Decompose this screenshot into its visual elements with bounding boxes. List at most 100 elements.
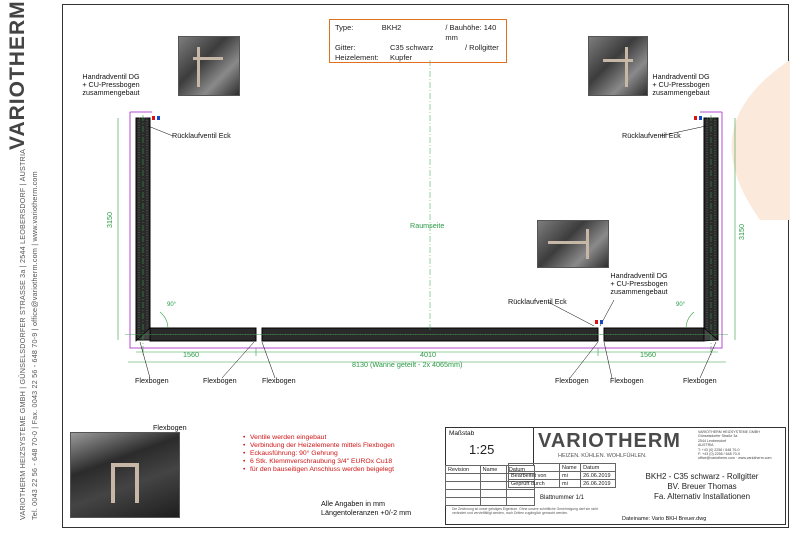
label-flexbogen-6: Flexbogen [683, 376, 717, 385]
label-line: zusammengebaut [652, 88, 710, 97]
label-line: Handradventil DG [652, 72, 710, 81]
approval-name-cell: mi [558, 471, 582, 480]
company-address: VARIOTHERM HEIZSYSTEME GMBH Günselsdorfe… [698, 430, 771, 461]
spec-key: Gitter: [335, 43, 356, 52]
label-room-side: Raumseite [410, 221, 445, 230]
copyright-footnote: Die Zeichnung ist unser geistiges Eigent… [452, 507, 599, 516]
company-line: office@variotherm.com · www.variotherm.c… [698, 456, 772, 461]
company-line: T: +43 (0) 2256 / 648 70-0 [698, 447, 740, 452]
approval-label-cell: Bearbeitet von [508, 471, 560, 480]
valve-marker-mid-blue [600, 320, 603, 324]
dimension-label-total: 8130 (Wanne geteilt - 2x 4065mm) [352, 360, 463, 369]
spec-row: Type: BKH2 / Bauhöhe: 140 mm [335, 23, 501, 43]
note-item: Eckausführung: 90° Gehrung [243, 450, 395, 458]
label-valve-dg-middle: Handradventil DG + CU-Pressbogen zusamme… [600, 272, 678, 296]
label-return-valve-right: Rücklaufventil Eck [622, 131, 681, 140]
label-return-valve-middle: Rücklaufventil Eck [508, 297, 567, 306]
valve-marker-left-red [152, 116, 155, 120]
angle-label-right: 90° [676, 302, 686, 308]
label-valve-dg-left: Handradventil DG + CU-Pressbogen zusamme… [72, 73, 150, 97]
room-outline [129, 112, 723, 349]
label-flexbogen-3: Flexbogen [262, 376, 296, 385]
label-line: Handradventil DG [610, 271, 668, 280]
valve-marker-mid-red [595, 320, 598, 324]
label-line: + CU-Pressbogen [82, 80, 140, 89]
table-row: Bearbeitet von mi 26.06.2019 [508, 471, 616, 480]
scale-value: 1:25 [469, 442, 495, 457]
leader-flexbogen-5 [603, 341, 613, 379]
project-info: BKH2 - C35 schwarz - Rollgitter BV. Breu… [620, 472, 784, 502]
label-flexbogen-5: Flexbogen [610, 376, 644, 385]
dimension-label-1560-right: 1560 [640, 350, 656, 359]
inset-title: Flexbogen [153, 423, 187, 432]
approval-date-cell: 26.06.2019 [580, 471, 616, 480]
leader-ruecklauf-left [147, 125, 174, 137]
approval-name-cell: mi [558, 479, 582, 488]
label-flexbogen-2: Flexbogen [203, 376, 237, 385]
note-item: 6 Stk. Klemmverschraubung 3/4" EUROx Cu1… [243, 458, 395, 466]
approval-table: Name Datum Bearbeitet von mi 26.06.2019 … [508, 463, 616, 488]
valve-marker-right-red [694, 116, 697, 120]
spec-row: Heizelement: Kupfer [335, 53, 501, 63]
spec-value: BKH2 [381, 23, 402, 32]
spec-key: Type: [335, 23, 354, 32]
angle-arc-right [685, 311, 695, 329]
leader-ruecklauf-mid [547, 301, 595, 327]
scale-label: Maßstab [449, 430, 475, 437]
photo-flexbogen-inset [70, 432, 180, 518]
title-block-logo: VARIOTHERM [538, 430, 681, 453]
label-line: + CU-Pressbogen [652, 80, 710, 89]
sheet-number: Blattnummer 1/1 [540, 495, 585, 501]
background-swoosh [731, 60, 790, 220]
spec-key: Heizelement: [335, 53, 379, 62]
leader-ruecklauf-right [659, 125, 707, 137]
leader-flexbogen-6 [699, 341, 717, 379]
label-flexbogen-1: Flexbogen [135, 376, 169, 385]
label-valve-dg-right: Handradventil DG + CU-Pressbogen zusamme… [642, 73, 720, 97]
company-line: AUSTRIA [698, 443, 714, 448]
photo-valve-middle [537, 220, 609, 268]
spec-value: Kupfer [390, 53, 413, 62]
project-line: BKH2 - C35 schwarz - Rollgitter [645, 472, 759, 481]
title-block-logo-text: VARIOTHERM [538, 430, 681, 452]
photo-valve-right [588, 36, 648, 96]
notes-list: Ventile werden eingebaut Verbindung der … [243, 434, 395, 474]
measurement-note: Alle Angaben in mm Längentoleranzen +0/-… [321, 499, 411, 517]
note-item: Ventile werden eingebaut [243, 434, 395, 442]
table-row: Geprüft durch mi 26.06.2019 [508, 479, 616, 488]
angle-arc-left [159, 311, 169, 329]
dimension-label-4010: 4010 [420, 350, 436, 359]
label-line: Handradventil DG [82, 72, 140, 81]
company-line: F: +43 (0) 2256 / 648 70-9 [698, 452, 740, 457]
label-line: zusammengebaut [82, 88, 140, 97]
drawing-sheet [62, 4, 789, 528]
dimension-label-1560-left: 1560 [183, 350, 199, 359]
revision-header-cell: Name [479, 465, 507, 474]
approval-header-cell: Name [558, 463, 582, 472]
project-line: Fa. Alternativ Installationen [653, 492, 751, 501]
note-item: für den bauseitigen Anschluss werden bei… [243, 466, 395, 474]
leader-flexbogen-2 [221, 341, 255, 379]
spec-extra: / Bauhöhe: 140 mm [445, 23, 497, 42]
spec-extra: / Rollgitter [465, 43, 499, 52]
table-row: Name Datum [508, 463, 616, 472]
approval-date-cell: 26.06.2019 [580, 479, 616, 488]
revision-header-cell: Revision [445, 465, 481, 474]
valve-marker-right-blue [699, 116, 702, 120]
table-row [445, 489, 536, 498]
company-line: VARIOTHERM HEIZSYSTEME GMBH [698, 430, 760, 434]
measurement-line: Alle Angaben in mm [321, 499, 385, 508]
company-line: Günselsdorfer Straße 3a [698, 434, 738, 439]
table-row [445, 497, 536, 506]
label-return-valve-left: Rücklaufventil Eck [172, 131, 231, 140]
leader-flexbogen-4 [569, 341, 599, 379]
label-line: zusammengebaut [610, 287, 668, 296]
measurement-line: Längentoleranzen +0/-2 mm [321, 508, 412, 517]
leader-flexbogen-3 [261, 341, 276, 379]
dimension-label-left: 3150 [105, 212, 114, 228]
photo-valve-left [178, 36, 240, 96]
spec-row: Gitter: C35 schwarz / Rollgitter [335, 43, 501, 53]
file-name: Dateiname: Vario BKH Breuer.dwg [622, 516, 707, 522]
project-line: BV. Breuer Thomas [667, 482, 737, 491]
